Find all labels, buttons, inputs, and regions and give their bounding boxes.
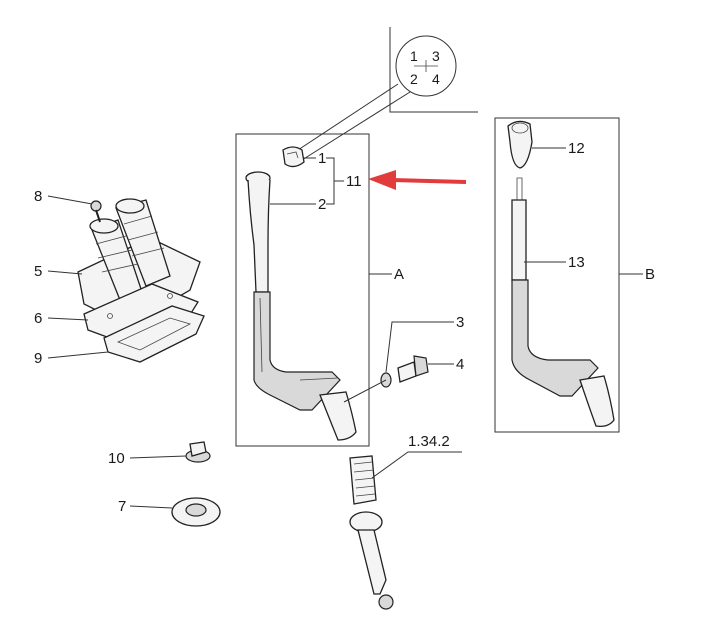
leader-inset-b xyxy=(301,91,411,161)
label-box-a: A xyxy=(394,266,404,283)
screw-part-8 xyxy=(90,200,102,223)
nut-part-10 xyxy=(185,441,211,463)
box-a xyxy=(235,133,370,447)
gear-4: 4 xyxy=(432,71,440,87)
label-9: 9 xyxy=(34,350,42,367)
label-7: 7 xyxy=(118,498,126,515)
seal-part-7 xyxy=(171,497,221,527)
label-11: 11 xyxy=(346,173,362,190)
label-shaft: 1.34.2 xyxy=(408,433,450,450)
label-3: 3 xyxy=(456,314,464,331)
label-2: 2 xyxy=(318,196,326,213)
label-10: 10 xyxy=(108,450,125,467)
gear-3: 3 xyxy=(432,48,440,64)
label-box-b: B xyxy=(645,266,655,283)
gear-pattern-inset: 1 3 2 4 xyxy=(297,27,478,161)
knob-part-12 xyxy=(507,120,533,169)
red-arrow-icon xyxy=(368,170,467,190)
bolt-part-4 xyxy=(397,355,429,383)
label-5: 5 xyxy=(34,263,42,280)
label-12: 12 xyxy=(568,140,585,157)
lever-part-2 xyxy=(245,171,357,441)
leader-lines xyxy=(47,147,643,509)
label-1: 1 xyxy=(318,150,326,167)
knob-part-1 xyxy=(282,146,305,168)
label-4: 4 xyxy=(456,356,464,373)
label-8: 8 xyxy=(34,188,42,205)
gear-knob-circle xyxy=(395,35,457,97)
lever-part-13 xyxy=(511,177,615,428)
leader-inset-a xyxy=(297,83,399,151)
shaft-1-34-2 xyxy=(349,455,394,610)
box-b xyxy=(494,117,620,433)
gear-1: 1 xyxy=(410,48,418,64)
label-13: 13 xyxy=(568,254,585,271)
label-6: 6 xyxy=(34,310,42,327)
gear-2: 2 xyxy=(410,71,418,87)
